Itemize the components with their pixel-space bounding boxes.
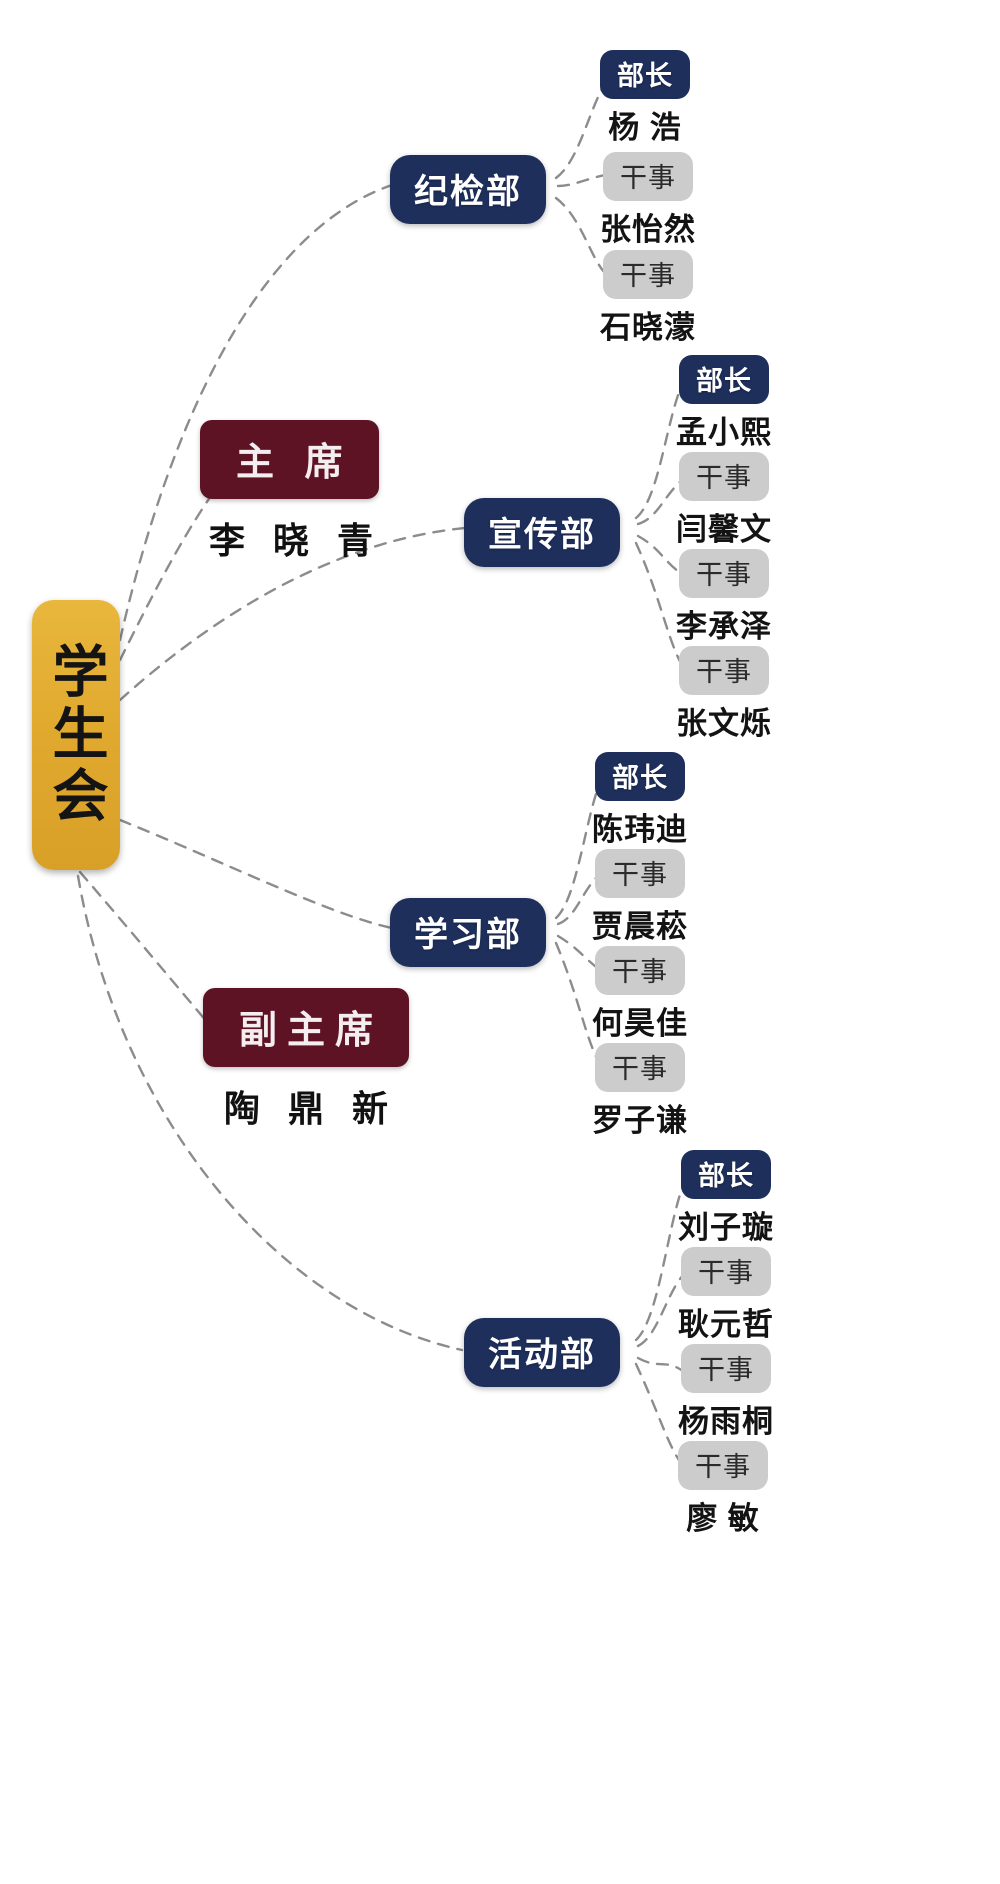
leader-vice-chairman[interactable]: 副主席 陶 鼎 新 <box>203 988 410 1132</box>
leader-chairman[interactable]: 主 席 李 晓 青 <box>200 420 382 564</box>
root-node-student-union[interactable]: 学生会 <box>32 600 120 870</box>
dept-node-huodong[interactable]: 活动部 <box>464 1318 620 1387</box>
role-badge-staff: 干事 <box>603 152 693 201</box>
role-badge-staff: 干事 <box>603 250 693 299</box>
link-root-to-xuexi <box>118 818 394 930</box>
member-name: 杨 浩 <box>608 110 682 145</box>
role-badge-staff: 干事 <box>595 849 685 898</box>
member-name: 何昊佳 <box>592 1006 688 1041</box>
vice-chairman-name: 陶 鼎 新 <box>224 1088 398 1129</box>
member-xuexi-0[interactable]: 部长 陈玮迪 <box>592 752 688 849</box>
link-jijian-m2 <box>554 196 608 276</box>
chairman-name: 李 晓 青 <box>209 520 383 561</box>
role-badge-staff: 干事 <box>681 1344 771 1393</box>
member-xuanchuan-0[interactable]: 部长 孟小熙 <box>676 355 772 452</box>
member-name: 刘子璇 <box>678 1210 774 1245</box>
role-badge-staff: 干事 <box>678 1441 768 1490</box>
member-name: 陈玮迪 <box>592 812 688 847</box>
role-badge-head: 部长 <box>679 355 769 404</box>
member-huodong-3[interactable]: 干事 廖 敏 <box>678 1441 768 1538</box>
dept-node-xuexi[interactable]: 学习部 <box>390 898 546 967</box>
member-name: 廖 敏 <box>686 1501 760 1536</box>
member-name: 张怡然 <box>600 212 696 247</box>
role-badge-head: 部长 <box>595 752 685 801</box>
member-name: 石晓濛 <box>600 310 696 345</box>
member-huodong-1[interactable]: 干事 耿元哲 <box>678 1247 774 1344</box>
member-xuanchuan-3[interactable]: 干事 张文烁 <box>676 646 772 743</box>
member-name: 孟小熙 <box>676 415 772 450</box>
member-name: 张文烁 <box>676 706 772 741</box>
member-name: 罗子谦 <box>592 1103 688 1138</box>
role-badge-staff: 干事 <box>679 646 769 695</box>
member-xuexi-2[interactable]: 干事 何昊佳 <box>592 946 688 1043</box>
vice-chairman-title-badge: 副主席 <box>203 988 410 1067</box>
member-name: 闫馨文 <box>676 512 772 547</box>
member-xuexi-1[interactable]: 干事 贾晨菘 <box>592 849 688 946</box>
role-badge-staff: 干事 <box>595 1043 685 1092</box>
member-jijian-1[interactable]: 干事 张怡然 <box>600 152 696 249</box>
root-node-label: 学生会 <box>45 642 108 828</box>
member-name: 杨雨桐 <box>678 1404 774 1439</box>
member-jijian-2[interactable]: 干事 石晓濛 <box>600 250 696 347</box>
member-name: 贾晨菘 <box>592 909 688 944</box>
role-badge-staff: 干事 <box>679 549 769 598</box>
role-badge-head: 部长 <box>681 1150 771 1199</box>
role-badge-staff: 干事 <box>595 946 685 995</box>
member-xuexi-3[interactable]: 干事 罗子谦 <box>592 1043 688 1140</box>
role-badge-staff: 干事 <box>679 452 769 501</box>
member-huodong-2[interactable]: 干事 杨雨桐 <box>678 1344 774 1441</box>
dept-node-jijian[interactable]: 纪检部 <box>390 155 546 224</box>
chairman-title-badge: 主 席 <box>200 420 379 499</box>
role-badge-staff: 干事 <box>681 1247 771 1296</box>
member-xuanchuan-1[interactable]: 干事 闫馨文 <box>676 452 772 549</box>
link-root-to-jijian <box>118 183 394 642</box>
member-jijian-0[interactable]: 部长 杨 浩 <box>600 50 690 147</box>
link-root-to-vice <box>78 870 220 1037</box>
member-name: 耿元哲 <box>678 1307 774 1342</box>
dept-node-xuanchuan[interactable]: 宣传部 <box>464 498 620 567</box>
member-huodong-0[interactable]: 部长 刘子璇 <box>678 1150 774 1247</box>
member-xuanchuan-2[interactable]: 干事 李承泽 <box>676 549 772 646</box>
member-name: 李承泽 <box>676 609 772 644</box>
role-badge-head: 部长 <box>600 50 690 99</box>
